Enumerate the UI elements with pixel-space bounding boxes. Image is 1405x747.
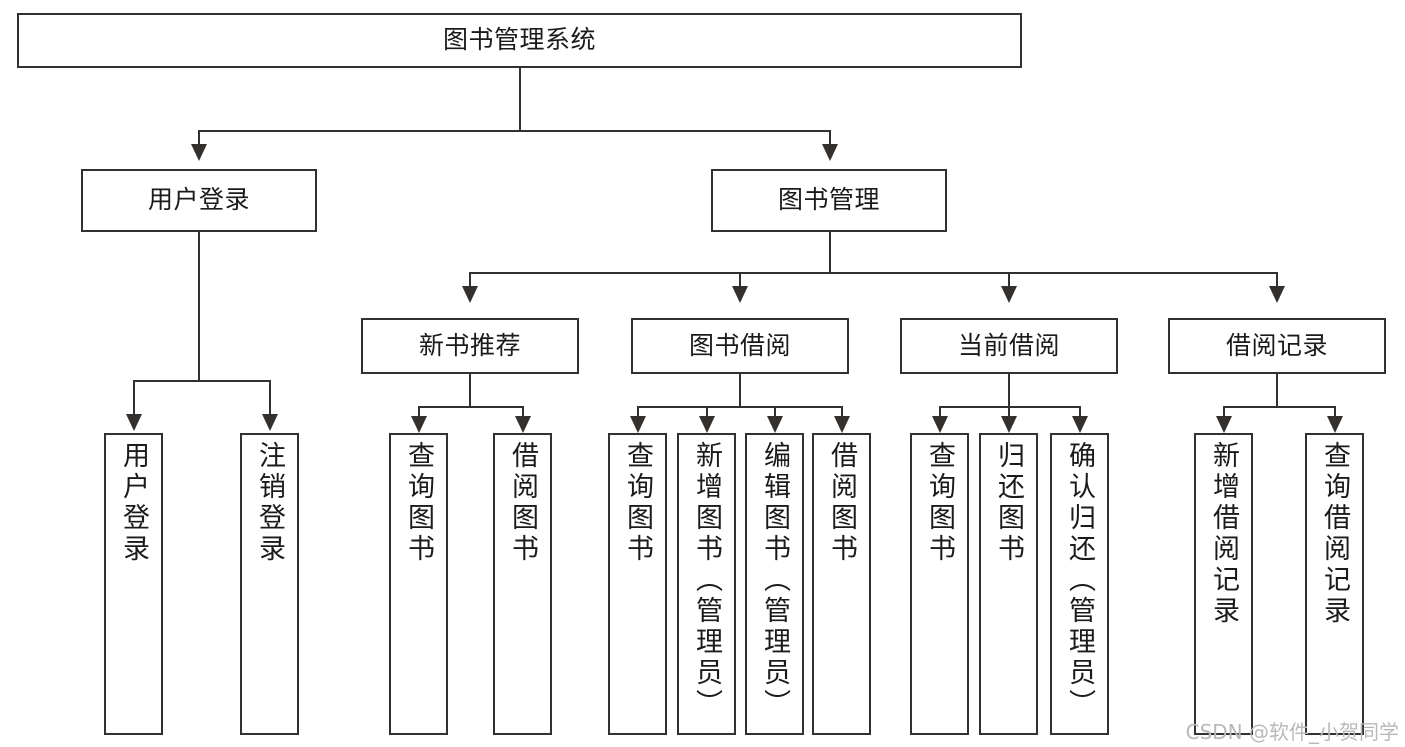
arrow-to-user-login-leaf [126, 414, 142, 431]
connector-borrow-record-stem [1276, 374, 1278, 406]
connector-root-bus [198, 130, 831, 132]
node-label: 查询图书 [622, 441, 653, 565]
node-new-book-recommend[interactable]: 新书推荐 [361, 318, 579, 374]
node-label: 用户登录 [118, 441, 149, 565]
leaf-edit-book-admin[interactable]: 编辑图书（管理员） [745, 433, 804, 735]
connector-current-borrow-stem [1008, 374, 1010, 406]
leaf-add-borrow-record[interactable]: 新增借阅记录 [1194, 433, 1253, 735]
arrow-to-new-book-recommend [462, 286, 478, 303]
node-label: 确认归还（管理员） [1064, 441, 1095, 720]
node-root-book-management-system[interactable]: 图书管理系统 [17, 13, 1022, 68]
connector-book-borrow-drop-3 [774, 406, 776, 416]
connector-new-book-drop-2 [522, 406, 524, 416]
leaf-query-book-recommend[interactable]: 查询图书 [389, 433, 448, 735]
connector-user-login-drop-2 [269, 380, 271, 414]
leaf-query-borrow-record[interactable]: 查询借阅记录 [1305, 433, 1364, 735]
arrow-to-add-book [699, 416, 715, 433]
connector-book-management-stem [829, 232, 831, 272]
leaf-user-login[interactable]: 用户登录 [104, 433, 163, 735]
connector-new-book-bus [418, 406, 524, 408]
leaf-query-book-borrow[interactable]: 查询图书 [608, 433, 667, 735]
arrow-to-borrow-book-2 [834, 416, 850, 433]
leaf-query-book-current[interactable]: 查询图书 [910, 433, 969, 735]
leaf-return-book[interactable]: 归还图书 [979, 433, 1038, 735]
connector-book-borrow-drop-1 [637, 406, 639, 416]
arrow-to-query-book-3 [932, 416, 948, 433]
arrow-to-edit-book [767, 416, 783, 433]
node-label: 图书借阅 [688, 330, 791, 360]
connector-borrow-record-bus [1223, 406, 1336, 408]
connector-new-book-stem [469, 374, 471, 406]
node-label: 新增图书（管理员） [691, 441, 722, 720]
node-label: 查询图书 [403, 441, 434, 565]
arrow-to-add-record [1216, 416, 1232, 433]
connector-root-drop-left [198, 130, 200, 144]
connector-current-borrow-drop-2 [1008, 406, 1010, 416]
node-label: 用户登录 [147, 185, 250, 215]
connector-borrow-record-drop-1 [1223, 406, 1225, 416]
node-label: 借阅图书 [507, 441, 538, 565]
connector-current-borrow-bus [939, 406, 1081, 408]
node-label: 借阅记录 [1225, 330, 1328, 360]
node-label: 归还图书 [993, 441, 1024, 565]
arrow-to-confirm-return [1072, 416, 1088, 433]
connector-book-borrow-drop-2 [706, 406, 708, 416]
connector-level3-drop-4 [1276, 272, 1278, 286]
arrow-to-query-book-1 [411, 416, 427, 433]
leaf-borrow-book-recommend[interactable]: 借阅图书 [493, 433, 552, 735]
arrow-to-borrow-book-1 [515, 416, 531, 433]
connector-borrow-record-drop-2 [1334, 406, 1336, 416]
node-label: 当前借阅 [957, 330, 1060, 360]
connector-current-borrow-drop-1 [939, 406, 941, 416]
node-label: 查询图书 [924, 441, 955, 565]
node-book-management[interactable]: 图书管理 [711, 169, 947, 232]
connector-new-book-drop-1 [418, 406, 420, 416]
node-label: 借阅图书 [826, 441, 857, 565]
node-label: 注销登录 [254, 441, 285, 565]
arrow-to-query-record [1327, 416, 1343, 433]
node-label: 图书管理 [777, 185, 880, 215]
node-label: 查询借阅记录 [1319, 441, 1350, 627]
arrow-to-query-book-2 [630, 416, 646, 433]
node-user-login[interactable]: 用户登录 [81, 169, 317, 232]
arrow-to-book-borrow [732, 286, 748, 303]
connector-current-borrow-drop-3 [1079, 406, 1081, 416]
node-book-borrow[interactable]: 图书借阅 [631, 318, 849, 374]
arrow-to-borrow-record [1269, 286, 1285, 303]
connector-book-borrow-drop-4 [841, 406, 843, 416]
connector-level3-bus [469, 272, 1277, 274]
node-label: 编辑图书（管理员） [759, 441, 790, 720]
connector-level3-drop-1 [469, 272, 471, 286]
node-label: 图书管理系统 [442, 25, 596, 55]
leaf-borrow-book[interactable]: 借阅图书 [812, 433, 871, 735]
connector-user-login-drop-1 [133, 380, 135, 414]
leaf-add-book-admin[interactable]: 新增图书（管理员） [677, 433, 736, 735]
connector-user-login-stem [198, 232, 200, 380]
node-label: 新增借阅记录 [1208, 441, 1239, 627]
connector-level3-drop-2 [739, 272, 741, 286]
arrow-to-return-book [1001, 416, 1017, 433]
arrow-to-book-management [822, 144, 838, 161]
connector-root-stem [519, 68, 521, 130]
leaf-confirm-return-admin[interactable]: 确认归还（管理员） [1050, 433, 1109, 735]
connector-book-borrow-bus [637, 406, 843, 408]
node-current-borrow[interactable]: 当前借阅 [900, 318, 1118, 374]
node-label: 新书推荐 [418, 330, 521, 360]
arrow-to-logout-leaf [262, 414, 278, 431]
node-borrow-record[interactable]: 借阅记录 [1168, 318, 1386, 374]
leaf-logout[interactable]: 注销登录 [240, 433, 299, 735]
arrow-to-user-login [191, 144, 207, 161]
connector-level3-drop-3 [1008, 272, 1010, 286]
connector-book-borrow-stem [739, 374, 741, 406]
connector-root-drop-right [829, 130, 831, 144]
arrow-to-current-borrow [1001, 286, 1017, 303]
connector-user-login-bus [133, 380, 271, 382]
